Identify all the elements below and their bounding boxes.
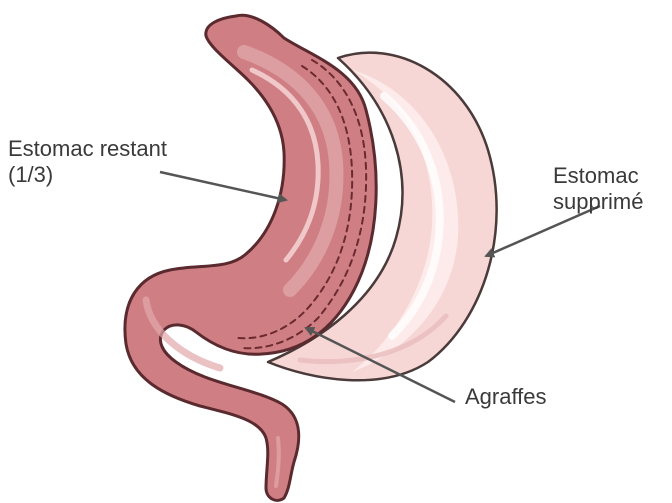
remaining-stomach-label-line2: (1/3) (8, 162, 167, 188)
removed-stomach-label: Estomac supprimé (553, 163, 643, 215)
staples-label: Agraffes (465, 384, 547, 410)
remaining-stomach-label: Estomac restant (1/3) (8, 136, 167, 188)
removed-stomach-label-line1: Estomac (553, 163, 643, 189)
remaining-stomach-arrow (160, 172, 286, 200)
remaining-stomach-label-line1: Estomac restant (8, 136, 167, 162)
removed-stomach-label-line2: supprimé (553, 189, 643, 215)
